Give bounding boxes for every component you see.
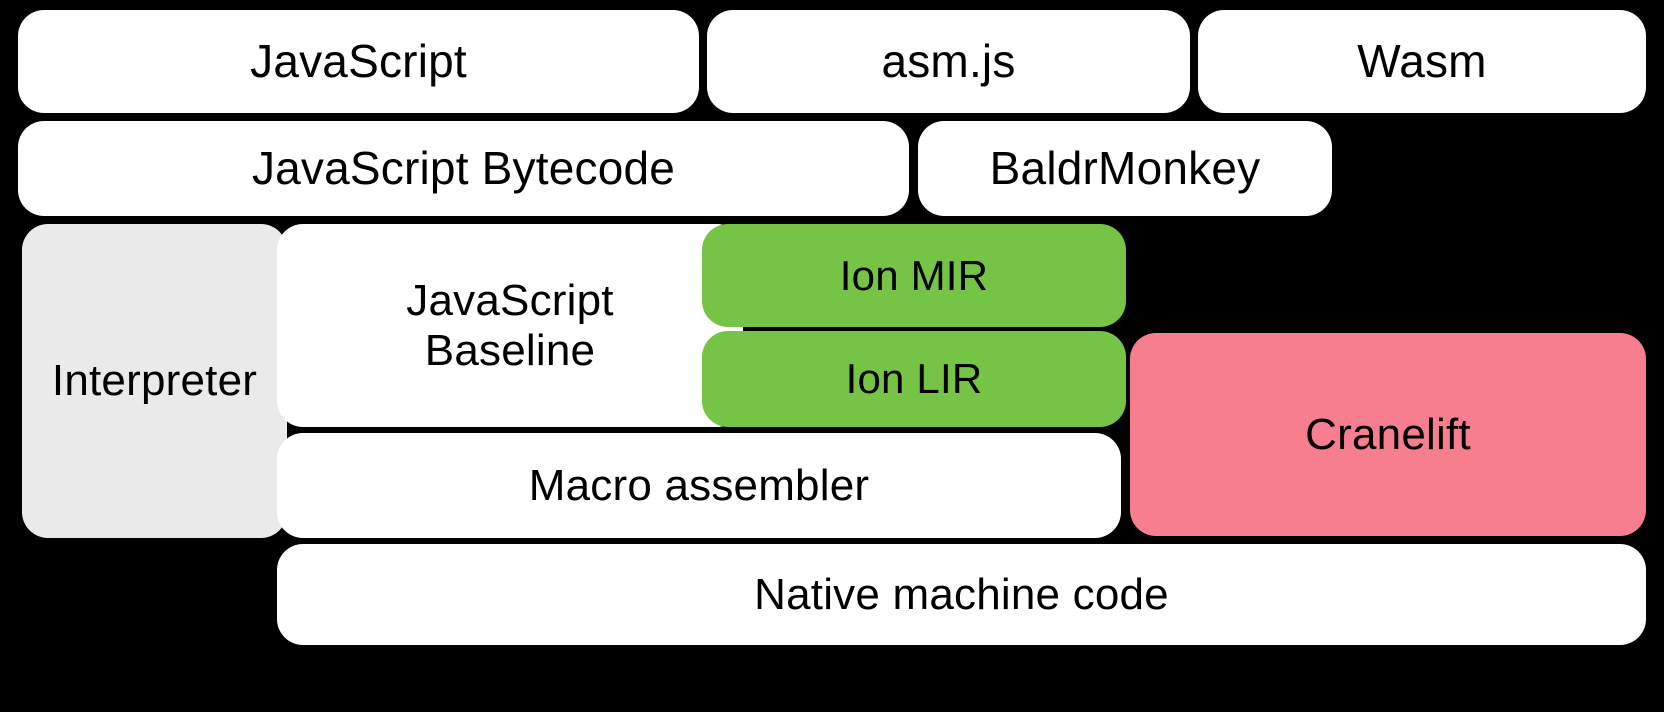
node-label-native-machine-code: Native machine code (754, 569, 1169, 619)
node-baldrmonkey[interactable]: BaldrMonkey (918, 121, 1332, 216)
node-label-interpreter: Interpreter (51, 356, 258, 406)
node-label-javascript-bytecode: JavaScript Bytecode (251, 141, 676, 194)
node-native-machine-code[interactable]: Native machine code (277, 544, 1646, 645)
node-label-javascript-baseline: JavaScript Baseline (406, 276, 614, 375)
node-label-javascript: JavaScript (250, 34, 467, 87)
node-label-ion-lir: Ion LIR (845, 355, 983, 403)
node-asmjs[interactable]: asm.js (707, 10, 1190, 113)
node-label-ion-mir: Ion MIR (839, 251, 989, 299)
node-label-asmjs: asm.js (881, 34, 1016, 87)
node-label-wasm: Wasm (1357, 34, 1487, 87)
node-label-baldrmonkey: BaldrMonkey (989, 141, 1261, 194)
node-ion-lir[interactable]: Ion LIR (702, 331, 1126, 427)
node-wasm[interactable]: Wasm (1198, 10, 1646, 113)
node-macro-assembler[interactable]: Macro assembler (277, 433, 1121, 538)
node-label-cranelift: Cranelift (1305, 409, 1471, 459)
node-label-macro-assembler: Macro assembler (528, 460, 870, 510)
node-interpreter[interactable]: Interpreter (22, 224, 287, 538)
node-javascript-baseline[interactable]: JavaScript Baseline (277, 224, 743, 427)
node-javascript-bytecode[interactable]: JavaScript Bytecode (18, 121, 909, 216)
node-cranelift[interactable]: Cranelift (1130, 333, 1646, 536)
node-ion-mir[interactable]: Ion MIR (702, 224, 1126, 327)
node-javascript[interactable]: JavaScript (18, 10, 699, 113)
